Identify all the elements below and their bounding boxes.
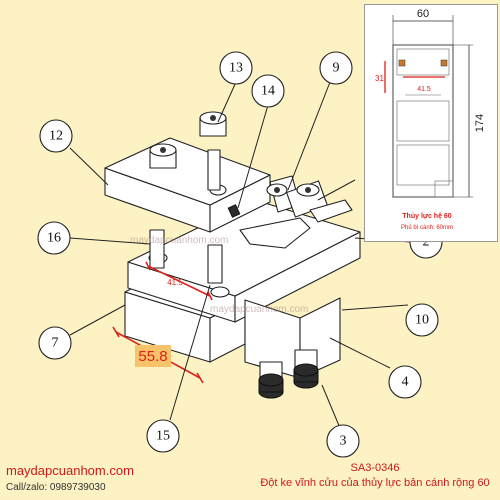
callout-10: 10: [405, 303, 439, 337]
inset-caption-title: Thủy lực hệ 60: [402, 213, 452, 220]
inset-inner-label: 41.5: [417, 86, 431, 93]
footer-contact: Call/zalo: 0989739030: [6, 482, 106, 493]
svg-text:13: 13: [229, 61, 243, 76]
callout-15: 15: [146, 419, 180, 453]
inset-caption-sub: Phủ bì cánh: 60mm: [401, 224, 453, 231]
cam-slide: [239, 175, 353, 249]
upper-block: [104, 137, 271, 233]
svg-text:15: 15: [156, 429, 170, 444]
callout-13: 13: [219, 51, 253, 85]
footer-website: maydapcuanhom.com: [6, 463, 134, 478]
callout-14: 14: [251, 74, 285, 108]
profile-inset: 60 31 41.5 174 Thủy lực hệ 60 Phủ bì cán…: [364, 4, 498, 242]
inset-height-label: 174: [474, 114, 486, 132]
callout-12: 12: [39, 119, 73, 153]
leader-lines: [69, 81, 411, 429]
callout-4: 4: [388, 365, 422, 399]
svg-text:16: 16: [47, 231, 61, 246]
svg-text:14: 14: [261, 84, 275, 99]
inset-gap-label: 31: [375, 74, 384, 83]
callout-16: 16: [37, 221, 71, 255]
top-screws: [149, 111, 227, 169]
product-description: Đột ke vĩnh cửu của thủy lực bản cánh rộ…: [260, 477, 490, 489]
svg-text:12: 12: [49, 129, 63, 144]
inset-width-label: 60: [417, 8, 429, 20]
watermark-1: maydapcuanhom.com: [130, 235, 228, 246]
inset-punch-left: [398, 59, 406, 67]
product-code: SA3-0346: [350, 462, 400, 474]
right-column: [244, 297, 341, 379]
guide-pins: [149, 149, 223, 284]
dimension-55-8: 55.8: [112, 326, 204, 384]
svg-text:2: 2: [423, 235, 430, 250]
inset-punch-right: [440, 59, 448, 67]
svg-text:3: 3: [340, 434, 347, 449]
dowel-pin: [227, 204, 241, 218]
callout-7: 7: [38, 326, 72, 360]
watermark-2: maydapcuanhom.com: [210, 304, 308, 315]
callout-9: 9: [319, 51, 353, 85]
svg-text:9: 9: [333, 61, 340, 76]
dimension-41-5: 41.5: [145, 261, 213, 301]
dimension-55-8-highlight: [135, 345, 171, 367]
svg-text:10: 10: [415, 313, 429, 328]
callout-3: 3: [326, 424, 360, 458]
bottom-bolts: [258, 349, 319, 399]
dimension-41-5-label: 41.5: [167, 278, 183, 287]
profile-section-drawing: 60 31 41.5 174 Thủy lực hệ 60 Phủ bì cán…: [375, 8, 486, 231]
svg-text:7: 7: [52, 336, 59, 351]
svg-text:4: 4: [402, 375, 409, 390]
dimension-55-8-label: 55.8: [138, 348, 167, 365]
